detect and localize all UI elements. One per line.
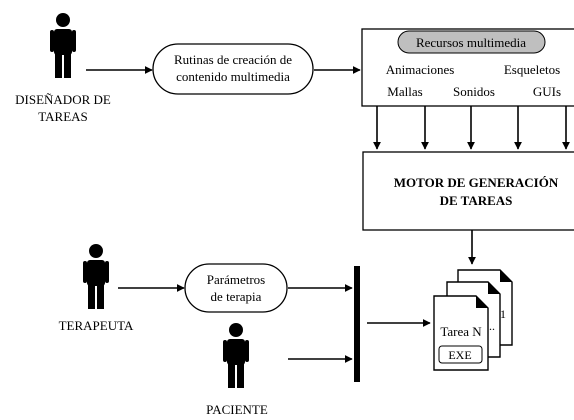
task-n-label: Tarea N <box>440 324 482 339</box>
routines-node <box>152 43 314 95</box>
task-document-stack: 1 .. Tarea N EXE <box>433 269 513 371</box>
exe-badge <box>438 345 483 364</box>
patient-label: PACIENTE <box>206 402 268 417</box>
exe-label: EXE <box>448 348 471 362</box>
patient-person-icon <box>223 323 249 388</box>
engine-line1: MOTOR DE GENERACIÓN <box>394 175 559 190</box>
merge-bar <box>354 266 360 382</box>
therapist-label: TERAPEUTA <box>59 318 134 333</box>
arrows-resources-to-engine <box>373 106 570 150</box>
resource-item: Mallas <box>387 84 422 99</box>
resource-item: GUIs <box>533 84 561 99</box>
routines-line2: contenido multimedia <box>176 69 290 84</box>
designer-label-line1: DISEÑADOR DE <box>15 92 111 107</box>
engine-box <box>362 151 574 231</box>
parameters-line1: Parámetros <box>207 272 265 287</box>
resources-title: Recursos multimedia <box>416 35 526 50</box>
resources-title-pill <box>397 30 546 54</box>
designer-label-line2: TAREAS <box>38 109 88 124</box>
designer-person-icon <box>50 13 76 78</box>
resource-item: Esqueletos <box>504 62 560 77</box>
parameters-node <box>184 263 288 313</box>
resource-item: Sonidos <box>453 84 495 99</box>
routines-line1: Rutinas de creación de <box>174 52 292 67</box>
task-middle-label: .. <box>489 319 495 333</box>
resource-item: Animaciones <box>386 62 455 77</box>
task-back-label: 1 <box>500 307 506 321</box>
therapist-person-icon <box>83 244 109 309</box>
parameters-line2: de terapia <box>211 289 262 304</box>
engine-line2: DE TAREAS <box>440 193 513 208</box>
